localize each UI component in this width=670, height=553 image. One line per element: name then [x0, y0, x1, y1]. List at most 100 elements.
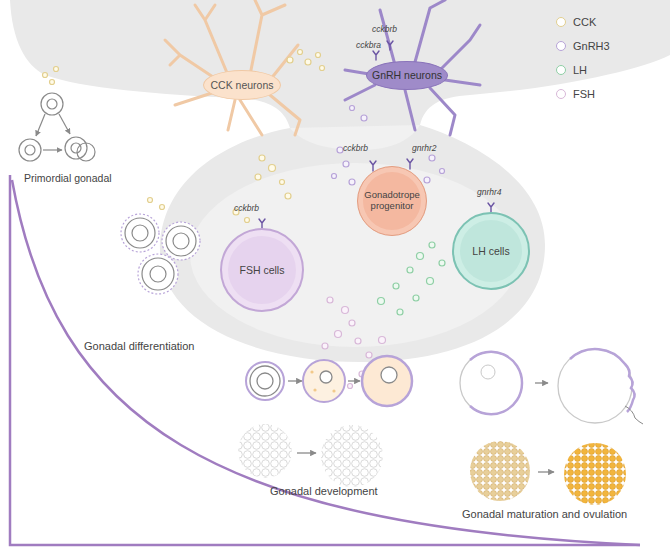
differentiating-gonad-cells-part	[138, 254, 178, 294]
gnrh-vesicles-part	[349, 179, 355, 185]
differentiating-gonad-cells	[121, 214, 200, 294]
oocyte-development-part	[310, 370, 313, 373]
gnrh-neuron-dendrites-part	[440, 25, 480, 70]
receptor-symbol-part	[373, 51, 379, 60]
gnrh-neuron-dendrites-part	[405, 90, 415, 130]
gene-label: cckbra	[356, 40, 381, 50]
gene-label: gnrhr2	[412, 143, 437, 153]
node-label: LH cells	[472, 245, 509, 257]
cck-vesicles-part	[245, 218, 250, 223]
oocyte-maturation-part	[470, 352, 522, 414]
legend-label: GnRH3	[573, 40, 610, 52]
oocyte-maturation-part	[470, 441, 530, 501]
oocyte-development-part	[246, 362, 284, 400]
gnrh-vesicles-part	[440, 169, 445, 174]
cck-vesicles-part	[305, 59, 311, 65]
gene-label: cckbrb	[343, 143, 368, 153]
cck-vesicles-part	[54, 67, 59, 72]
fsh-vesicles-part	[355, 338, 361, 344]
oocyte-maturation-part	[625, 406, 643, 424]
oocyte-development-part	[381, 367, 397, 383]
primordial-gonad-cells-part	[59, 114, 70, 134]
brain-region-part	[0, 0, 670, 362]
oocyte-maturation-part	[564, 443, 626, 505]
cell-circle: Gonadotrope progenitor	[357, 166, 427, 236]
testis-development	[238, 424, 383, 487]
gene-label: cckbrb	[372, 24, 397, 34]
gnrh-vesicles-part	[424, 177, 430, 183]
growth-axis-part	[12, 180, 640, 545]
primordial-gonad-cells-part	[71, 143, 81, 153]
primordial-gonad-cells-part	[43, 149, 62, 150]
brain-region	[0, 0, 670, 362]
primordial-gonad-cells-part	[19, 139, 41, 161]
fsh-vesicles-part	[348, 384, 353, 389]
gnrh-neuron-dendrites-part	[430, 88, 455, 135]
cck-vesicles-part	[285, 193, 291, 199]
primordial-gonad-cells-part	[36, 114, 45, 136]
gene-label: gnrhr4	[477, 187, 502, 197]
testis-development-part	[321, 425, 383, 487]
legend-entry: GnRH3	[556, 40, 610, 52]
oocyte-development-part	[303, 360, 345, 402]
gene-label: cckbrb	[234, 203, 259, 213]
primordial-gonad-cells-part	[25, 145, 35, 155]
legend-label: CCK	[573, 16, 596, 28]
neuron-body: CCK neurons	[203, 70, 281, 100]
lh-vesicles-part	[439, 260, 445, 266]
lh-vesicles-part	[378, 298, 385, 305]
legend-entry: FSH	[556, 88, 595, 100]
legend-swatch	[556, 65, 566, 75]
fsh-vesicles-part	[335, 331, 342, 338]
stage-label: Gonadal maturation and ovulation	[462, 508, 627, 520]
differentiating-gonad-cells-part	[150, 266, 166, 282]
cck-vesicles-part	[269, 165, 276, 172]
fsh-vesicles-part	[322, 343, 328, 349]
node-label: FSH cells	[240, 264, 285, 276]
oocyte-development-part	[362, 356, 412, 406]
oocyte-maturation-part	[570, 349, 635, 412]
cck-vesicles-part	[259, 155, 265, 161]
differentiating-gonad-cells-part	[125, 218, 155, 248]
oocyte-maturation-part	[538, 471, 554, 472]
legend-entry: LH	[556, 64, 587, 76]
oocyte-maturation-part	[535, 382, 548, 383]
cck-neuron-dendrites-part	[175, 92, 215, 105]
node-label: GnRH neurons	[372, 69, 442, 81]
cck-vesicles-part	[298, 50, 303, 55]
cck-vesicles	[43, 50, 325, 223]
gnrh-neuron-dendrites-part	[380, 10, 395, 65]
lh-vesicles-part	[407, 267, 413, 273]
differentiating-gonad-cells-part	[162, 222, 200, 260]
differentiating-gonad-cells-part	[142, 258, 174, 290]
cck-vesicles-part	[50, 80, 55, 85]
cck-vesicles-part	[320, 66, 325, 71]
differentiating-gonad-cells-part	[166, 226, 196, 256]
cck-vesicles-part	[43, 73, 48, 78]
cck-neuron-dendrites	[165, 0, 300, 135]
fsh-vesicles-part	[342, 307, 349, 314]
gnrh-neuron-dendrites	[345, 0, 480, 135]
legend-swatch	[556, 41, 566, 51]
cck-vesicles-part	[316, 53, 321, 58]
gnrh-vesicles-part	[337, 147, 343, 153]
primordial-gonad-cells-part	[77, 143, 95, 161]
lh-vesicles-part	[429, 242, 435, 248]
stage-label: Gonadal differentiation	[84, 340, 195, 352]
oocyte-development-part	[257, 373, 273, 389]
oocyte-development-part	[250, 366, 280, 396]
legend-swatch	[556, 89, 566, 99]
lh-vesicles-part	[413, 295, 419, 301]
testis-development-part	[297, 452, 316, 453]
fsh-vesicles-part	[366, 352, 372, 358]
oocyte-maturation	[460, 349, 643, 505]
lh-vesicles-part	[393, 283, 399, 289]
receptor-symbol-part	[407, 159, 413, 169]
gnrh-neuron-dendrites-part	[415, 0, 445, 62]
neuron-body: GnRH neurons	[366, 61, 448, 90]
node-label: CCK neurons	[210, 79, 273, 91]
growth-axis	[10, 175, 640, 545]
primordial-gonad-cells	[19, 93, 95, 161]
